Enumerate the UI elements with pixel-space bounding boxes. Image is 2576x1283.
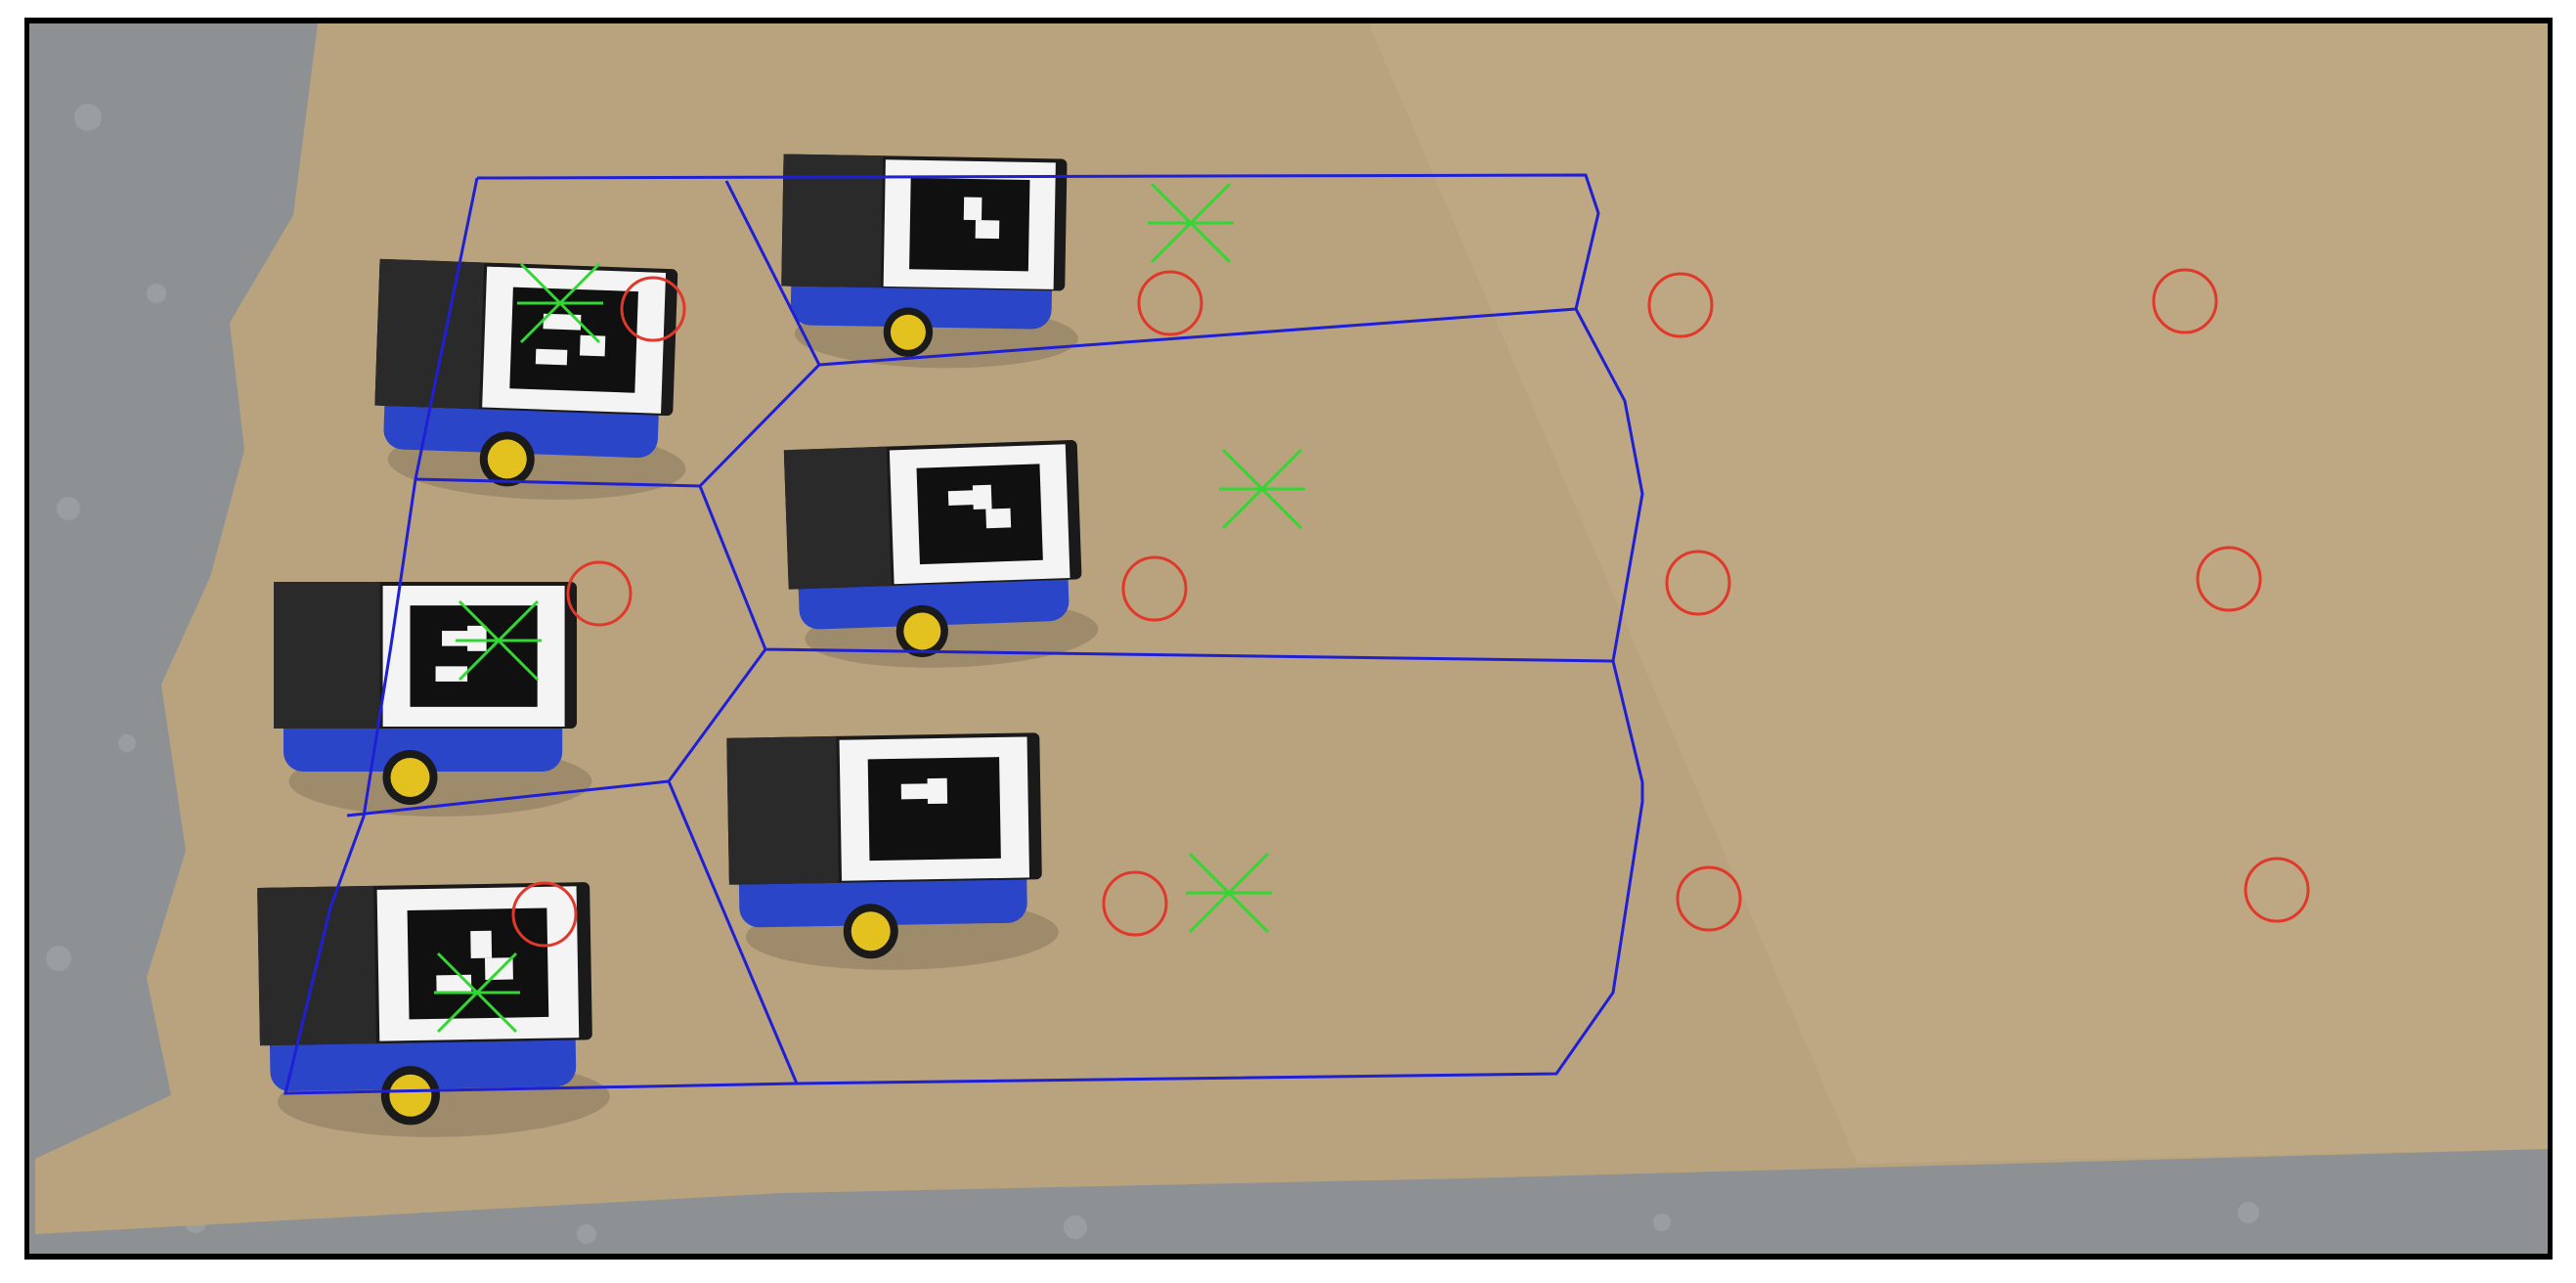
marker-cell — [470, 930, 493, 959]
wheel-hub — [389, 1074, 432, 1117]
wheel-hub — [890, 314, 926, 350]
marker-cell — [435, 666, 468, 682]
robot-front-face — [374, 258, 485, 410]
marker-cell — [985, 508, 1012, 529]
marker-cell — [579, 334, 606, 357]
target-circle — [2152, 268, 2218, 334]
centroid-cross — [456, 599, 542, 682]
target-circle — [511, 881, 578, 948]
aruco-marker — [867, 757, 1001, 862]
centroid-cross — [1186, 852, 1272, 934]
robot-mid-center — [783, 440, 1099, 668]
marker-cell — [975, 220, 1000, 240]
partition-lines — [284, 173, 1644, 1095]
robot-top-center — [781, 154, 1078, 369]
target-circle — [1102, 870, 1168, 937]
marker-cell — [535, 348, 568, 366]
robot-front-face — [783, 446, 892, 590]
robot-front-face — [274, 582, 380, 729]
robot-front-face — [781, 154, 884, 288]
marker-cell — [972, 484, 992, 510]
aruco-marker — [407, 907, 549, 1020]
robots-group — [257, 154, 1099, 1137]
partition-outline — [284, 173, 1644, 1095]
target-circle — [1121, 555, 1188, 622]
centroid-cross — [1148, 182, 1234, 264]
target-circle — [566, 560, 633, 627]
target-circle — [620, 276, 686, 342]
wheel-hub — [390, 758, 430, 797]
centroid-cross — [1219, 448, 1305, 530]
aruco-marker — [916, 464, 1043, 565]
target-circle — [1647, 272, 1714, 338]
robot-top-left — [374, 258, 686, 500]
target-circle — [1137, 270, 1203, 336]
target-circles — [511, 268, 2310, 948]
centroid-cross — [434, 951, 520, 1034]
target-circle — [2196, 546, 2262, 612]
robot-bottom-center — [726, 732, 1059, 970]
cardboard-highlight — [1369, 23, 2548, 1164]
marker-cell — [467, 625, 487, 651]
robot-mid-left — [274, 582, 592, 817]
wheel-hub — [851, 911, 891, 951]
wheel-hub — [487, 439, 527, 479]
marker-cell — [963, 197, 982, 221]
centroid-cross — [517, 262, 603, 344]
target-circle — [1676, 865, 1742, 932]
wheel-hub — [903, 612, 941, 650]
target-circle — [2244, 857, 2310, 923]
aruco-marker — [909, 177, 1030, 272]
partition-line-5 — [667, 780, 799, 1084]
aruco-marker — [509, 287, 638, 393]
robot-bottom-left — [257, 882, 610, 1137]
marker-cell — [543, 313, 582, 331]
centroid-crosses — [434, 182, 1305, 1034]
marker-cell — [927, 777, 948, 805]
target-circle — [1665, 550, 1731, 616]
robot-front-face — [726, 735, 839, 885]
